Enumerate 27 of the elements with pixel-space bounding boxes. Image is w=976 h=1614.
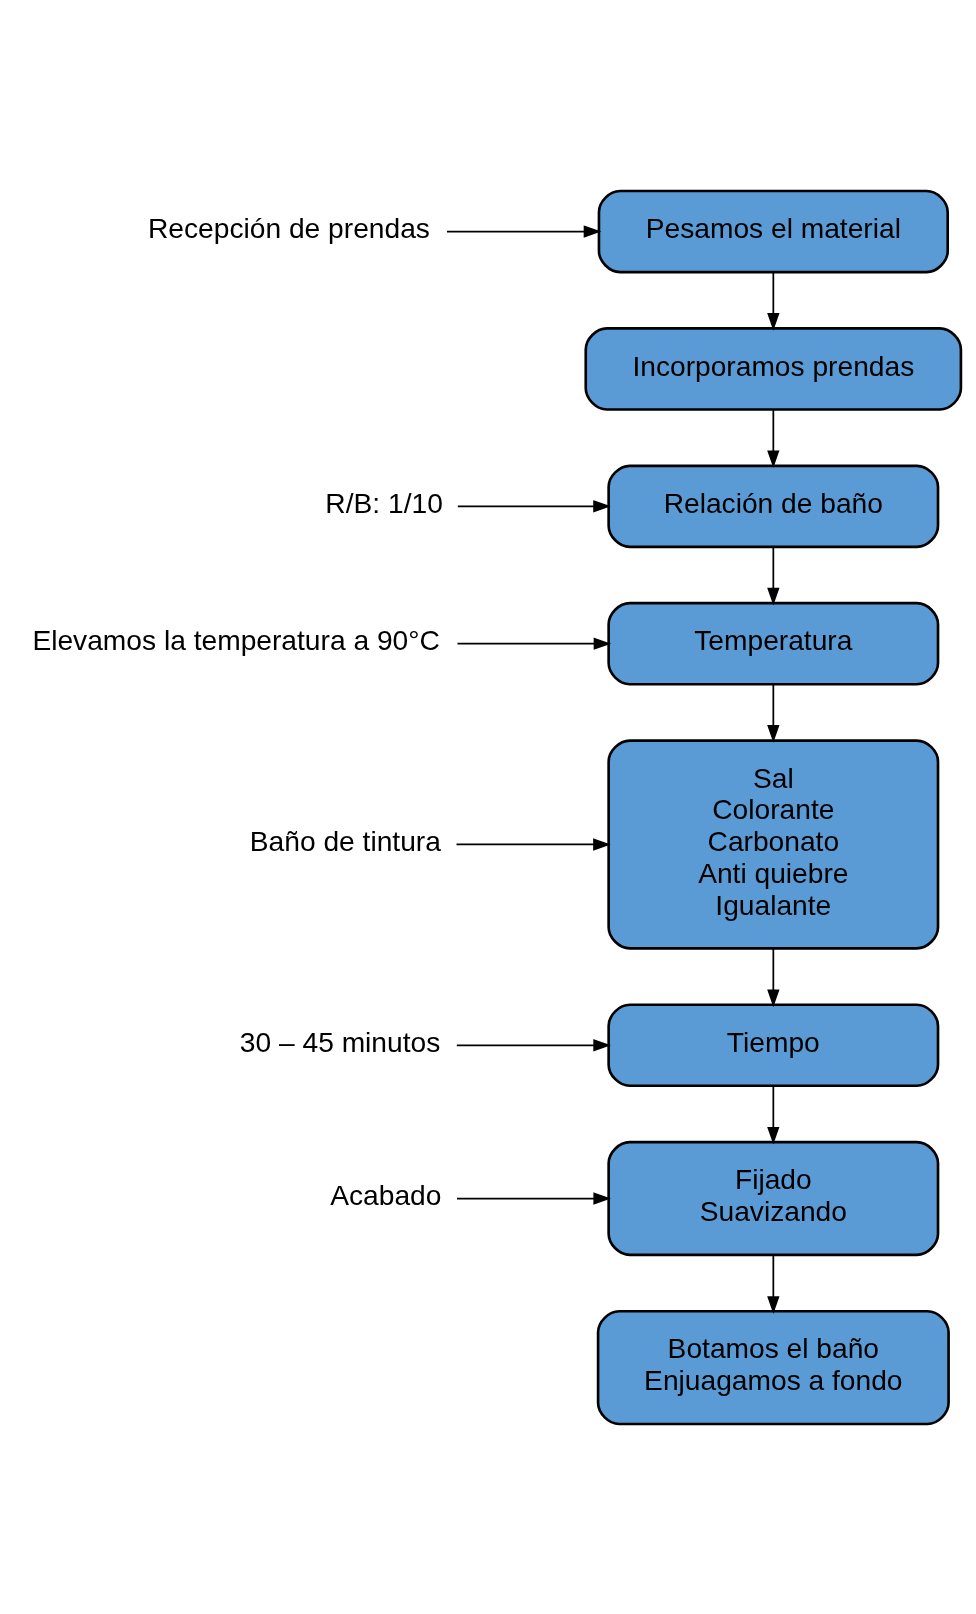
node-text: Elevamos la temperatura a 90°C <box>32 623 440 656</box>
node-text: R/B: 1/10 <box>325 486 443 519</box>
arrow <box>767 1085 780 1145</box>
arrow <box>456 1191 612 1205</box>
node-box: Relación de baño <box>607 464 940 548</box>
node-box: Botamos el baño Enjuagamos a fondo <box>596 1309 950 1425</box>
arrow <box>767 683 780 743</box>
arrow <box>456 499 611 512</box>
arrow <box>767 947 780 1007</box>
node-box: Incorporamos prendas <box>584 326 963 411</box>
arrow <box>767 408 780 468</box>
node-text: Acabado <box>330 1178 442 1211</box>
node-text: Recepción de prendas <box>148 211 430 244</box>
arrow <box>767 271 780 331</box>
node-box: Sal Colorante Carbonato Anti quiebre Igualante <box>607 738 940 950</box>
arrow <box>446 224 602 238</box>
arrow <box>455 837 611 851</box>
arrow <box>456 637 612 650</box>
node-box: Temperatura <box>607 601 940 686</box>
node-text: 30 – 45 minutos <box>239 1025 441 1058</box>
node-box: Fijado Suavizando <box>607 1140 940 1256</box>
arrow <box>455 1038 611 1051</box>
node-box: Tiempo <box>607 1002 940 1087</box>
arrow <box>767 1253 780 1314</box>
node-text: Baño de tintura <box>249 824 441 857</box>
arrow <box>767 546 780 605</box>
node-box: Pesamos el material <box>597 189 950 273</box>
